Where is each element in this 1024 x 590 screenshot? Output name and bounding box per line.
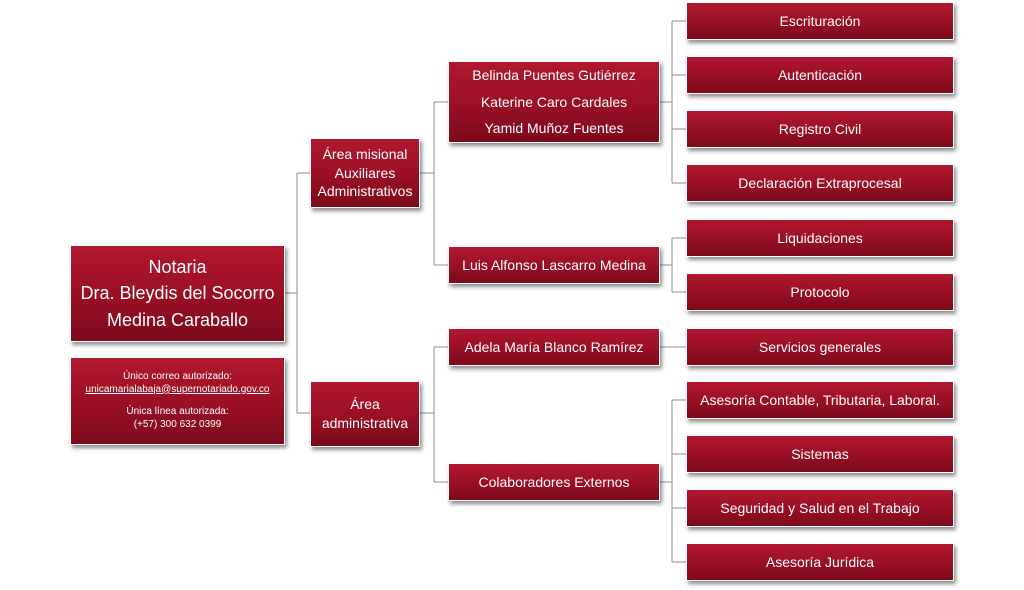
service-label: Liquidaciones — [777, 229, 863, 246]
service-label: Registro Civil — [778, 120, 862, 137]
phone-number: (+57) 300 632 0399 — [133, 418, 222, 430]
service-label: Declaración Extraprocesal — [738, 174, 902, 191]
email-link[interactable]: unicamarialabaja@supernotariado.gov.co — [85, 383, 270, 395]
notaria-name-line2: Medina Caraballo — [106, 309, 249, 330]
service-liquidaciones: Liquidaciones — [686, 219, 954, 257]
notaria-title: Notaria — [148, 257, 207, 278]
service-label: Escrituración — [779, 12, 861, 29]
service-sistemas: Sistemas — [686, 435, 954, 473]
service-label: Sistemas — [791, 445, 849, 462]
service-protocolo: Protocolo — [686, 273, 954, 311]
service-label: Servicios generales — [758, 338, 882, 355]
lascarro-box: Luis Alfonso Lascarro Medina — [448, 246, 660, 284]
service-autenticacion: Autenticación — [686, 56, 954, 94]
service-label: Asesoría Jurídica — [765, 553, 875, 570]
email-label: Único correo autorizado: — [123, 371, 232, 382]
service-label: Seguridad y Salud en el Trabajo — [720, 499, 920, 516]
staff-member: Belinda Puentes Gutiérrez — [472, 67, 636, 84]
notaria-box: Notaria Dra. Bleydis del Socorro Medina … — [70, 245, 285, 342]
area-misional-line3: Administrativos — [317, 183, 413, 200]
service-label: Asesoría Contable, Tributaria, Laboral. — [700, 391, 940, 408]
staff-group-box: Belinda Puentes Gutiérrez Katerine Caro … — [448, 61, 660, 143]
area-misional-line2: Auxiliares — [334, 164, 396, 181]
area-misional-line1: Área misional — [322, 145, 408, 162]
service-declaracion: Declaración Extraprocesal — [686, 164, 954, 202]
service-registro-civil: Registro Civil — [686, 110, 954, 148]
service-asesoria-juridica: Asesoría Jurídica — [686, 543, 954, 581]
service-label: Protocolo — [790, 283, 850, 300]
service-label: Autenticación — [777, 66, 863, 83]
externos-label: Colaboradores Externos — [478, 473, 630, 490]
service-seguridad: Seguridad y Salud en el Trabajo — [686, 489, 954, 527]
lascarro-name: Luis Alfonso Lascarro Medina — [462, 256, 646, 273]
area-misional-box: Área misional Auxiliares Administrativos — [310, 138, 420, 208]
area-administrativa-line2: administrativa — [321, 415, 409, 431]
area-administrativa-box: Área administrativa — [310, 381, 420, 447]
service-servicios-generales: Servicios generales — [686, 328, 954, 366]
externos-box: Colaboradores Externos — [448, 463, 660, 501]
staff-member: Yamid Muñoz Fuentes — [484, 120, 624, 137]
blanco-name: Adela María Blanco Ramírez — [464, 338, 644, 355]
notaria-name-line1: Dra. Bleydis del Socorro — [80, 283, 275, 304]
area-administrativa-line1: Área — [350, 396, 380, 413]
service-asesoria-contable: Asesoría Contable, Tributaria, Laboral. — [686, 381, 954, 419]
contact-info-box: Único correo autorizado: unicamarialabaj… — [70, 357, 285, 445]
phone-label: Única línea autorizada: — [126, 406, 229, 417]
service-escrituracion: Escrituración — [686, 2, 954, 40]
blanco-box: Adela María Blanco Ramírez — [448, 328, 660, 366]
staff-member: Katerine Caro Cardales — [480, 93, 628, 110]
